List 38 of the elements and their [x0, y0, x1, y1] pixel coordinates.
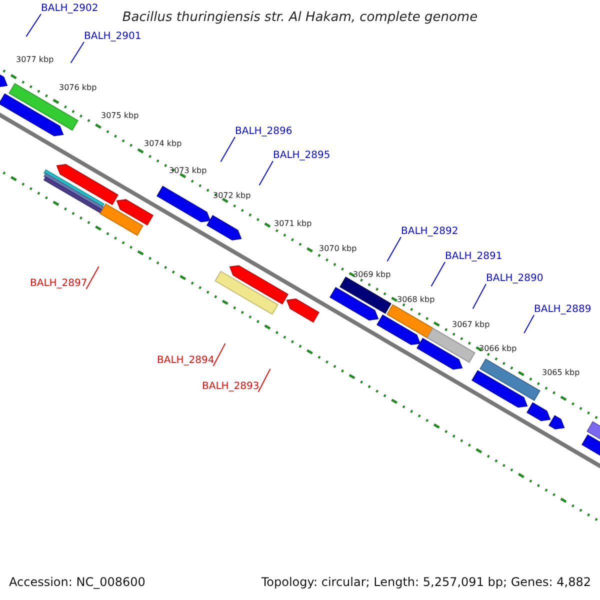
- tick-label: 3073 kbp: [169, 166, 207, 176]
- leader-line: [430, 262, 446, 287]
- tick-label: 3068 kbp: [397, 295, 435, 305]
- tick-label: 3074 kbp: [144, 139, 182, 149]
- tick-label: 3076 kbp: [59, 83, 97, 93]
- gene-label: BALH_2892: [401, 226, 458, 238]
- leader-line: [472, 284, 486, 310]
- gene-label: BALH_2889: [534, 304, 592, 316]
- gene-label: BALH_2896: [235, 126, 292, 138]
- tick-label: 3072 kbp: [213, 191, 251, 201]
- leader-line: [26, 14, 42, 38]
- tick-label: 3077 kbp: [16, 55, 54, 65]
- title: Bacillus thuringiensis str. Al Hakam, complete genome: [121, 10, 479, 25]
- leader-line: [386, 236, 402, 262]
- leader-line: [70, 42, 84, 64]
- footer-text: Topology: circular; Length: 5,257,091 bp; Genes: 4,882: [261, 575, 591, 589]
- gene-label: BALH_2890: [486, 273, 544, 285]
- leader-line: [258, 160, 274, 186]
- gene-label: BALH_2897: [30, 278, 88, 290]
- gene-label: BALH_2895: [273, 150, 330, 162]
- leader-line: [220, 136, 236, 162]
- tick-label: 3065 kbp: [542, 368, 580, 378]
- footer-text: Accession: NC_008600: [9, 575, 146, 589]
- leader-line: [86, 266, 100, 290]
- leader-line: [258, 368, 271, 392]
- tick-label: 3075 kbp: [101, 111, 139, 121]
- gene-label: BALH_2893: [202, 381, 260, 393]
- tick-label: 3066 kbp: [479, 344, 517, 354]
- tick-label: 3070 kbp: [319, 244, 357, 254]
- gene-label: BALH_2901: [84, 31, 142, 43]
- tick-label: 3067 kbp: [452, 320, 490, 330]
- gene-label: BALH_2891: [445, 251, 502, 263]
- leader-line: [524, 314, 534, 334]
- tick-label: 3069 kbp: [353, 270, 391, 280]
- gene-label: BALH_2894: [157, 355, 214, 367]
- gene-label: BALH_2902: [41, 3, 98, 15]
- leader-line: [212, 342, 226, 366]
- tick-label: 3071 kbp: [274, 219, 312, 229]
